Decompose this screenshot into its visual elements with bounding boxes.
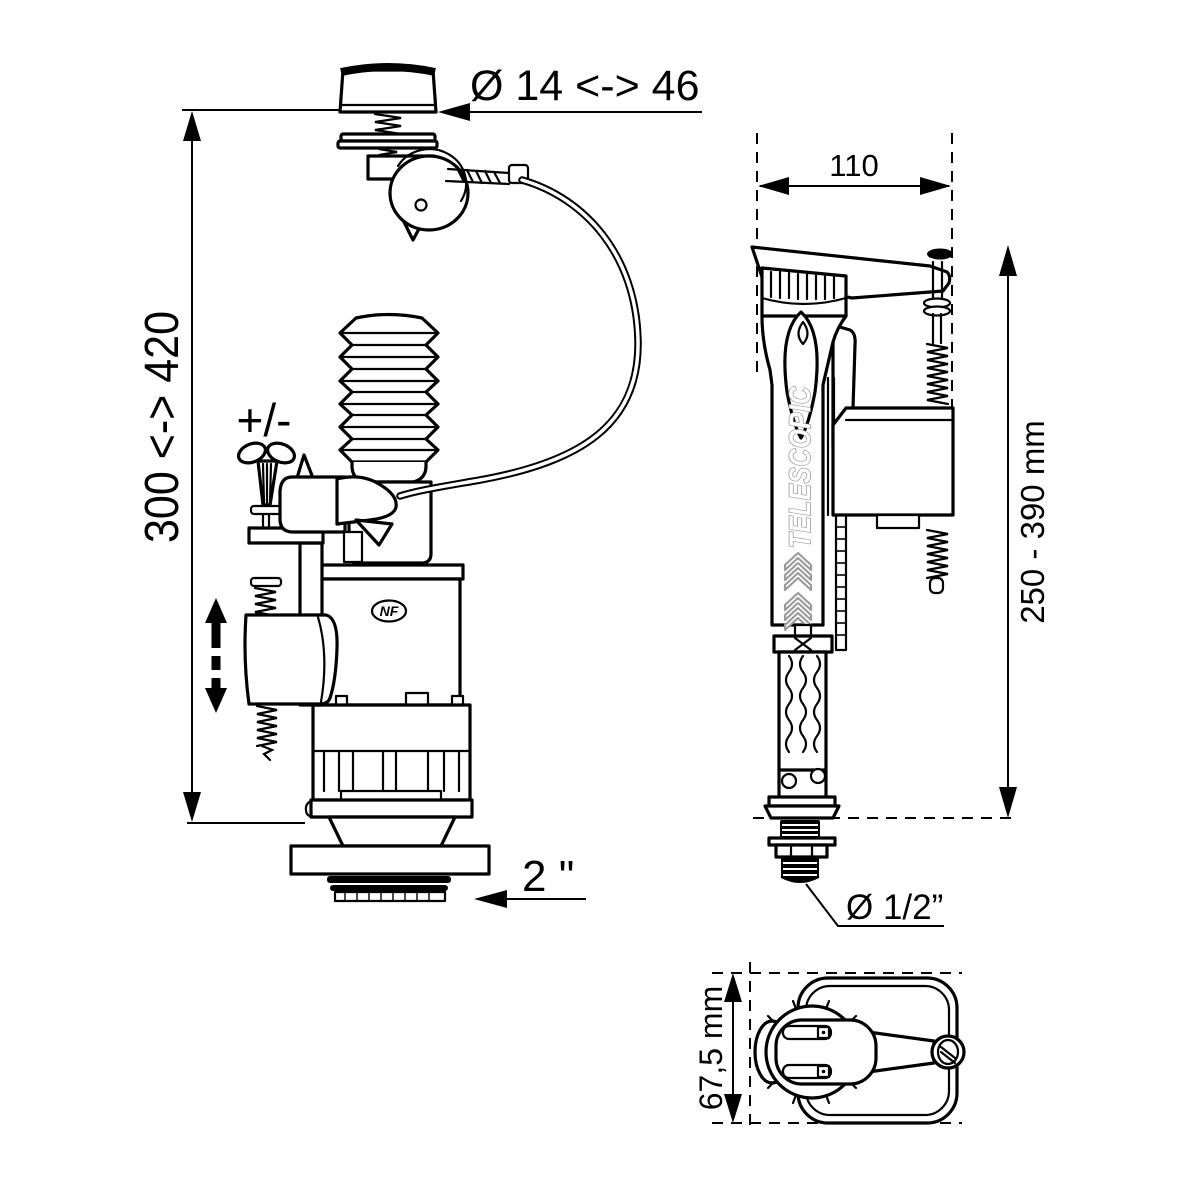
flush-valve-body: NF bbox=[289, 563, 491, 903]
width-label: 110 bbox=[829, 148, 878, 183]
total-height-label: 300 <-> 420 bbox=[136, 311, 189, 543]
flush-lever bbox=[278, 453, 398, 564]
dim-depth: 67,5 mm bbox=[693, 962, 962, 1132]
outlet-size-label: 2 " bbox=[522, 852, 574, 901]
top-view-body bbox=[753, 976, 966, 1125]
nf-logo-label: NF bbox=[380, 603, 399, 619]
fill-valve-side-view: 110 bbox=[750, 133, 1051, 927]
dim-button-diameter: Ø 14 <-> 46 bbox=[438, 62, 702, 121]
adjustment-screw: +/- bbox=[237, 394, 297, 516]
button-diameter-label: Ø 14 <-> 46 bbox=[470, 62, 700, 110]
adjustment-label: +/- bbox=[237, 394, 292, 446]
dim-outlet: 2 " bbox=[474, 852, 586, 908]
nf-logo bbox=[370, 599, 408, 623]
float-cup bbox=[243, 613, 339, 706]
inlet-thread-label: Ø 1/2” bbox=[846, 888, 943, 927]
rack-strip bbox=[834, 513, 848, 652]
outlet-flange bbox=[289, 844, 491, 876]
pull-cable bbox=[396, 176, 642, 500]
seal-rings bbox=[327, 876, 451, 903]
telescopic-label: TELESCOPIC bbox=[784, 386, 817, 548]
dim-total-height: 300 <-> 420 bbox=[136, 109, 339, 824]
dim-inlet: Ø 1/2” bbox=[805, 883, 944, 927]
triple-chevron-icon bbox=[783, 591, 813, 632]
valve-cage bbox=[311, 703, 472, 802]
depth-label: 67,5 mm bbox=[693, 986, 729, 1110]
push-button-assembly bbox=[336, 63, 530, 242]
telescopic-shaft bbox=[763, 623, 841, 820]
triple-chevron-icon bbox=[783, 551, 813, 592]
float-assembly bbox=[243, 512, 339, 762]
flush-valve-side-view: 300 <-> 420 bbox=[136, 62, 702, 908]
float-travel-arrow-icon bbox=[205, 598, 227, 713]
cable-nozzle bbox=[335, 475, 398, 526]
float-cup-right bbox=[831, 406, 955, 595]
cam-lever bbox=[388, 154, 470, 232]
fill-valve-top-view: 67,5 mm bbox=[693, 962, 966, 1132]
inlet-thread bbox=[767, 820, 837, 883]
dim-height-range: 250 - 390 mm bbox=[999, 245, 1051, 818]
height-range-label: 250 - 390 mm bbox=[1014, 420, 1051, 624]
float-rod bbox=[922, 297, 952, 406]
